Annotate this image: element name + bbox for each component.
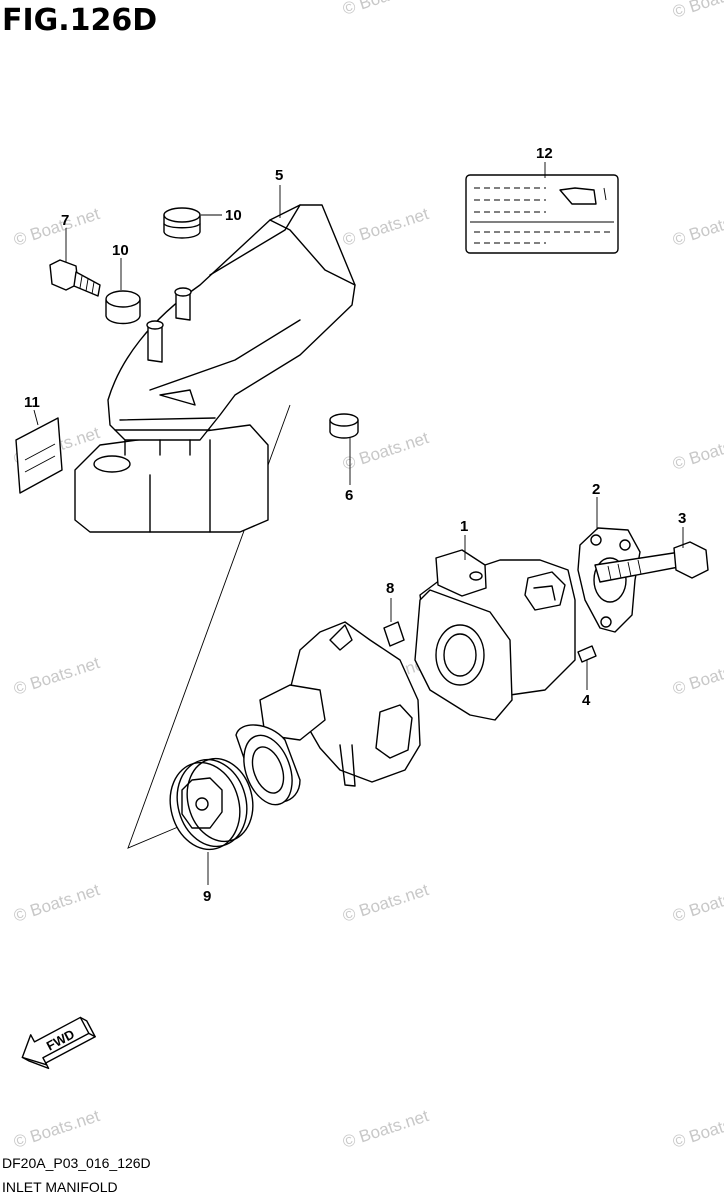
watermark: © Boats.net — [340, 0, 431, 19]
bolt-part-7 — [49, 259, 101, 297]
fwd-arrow-icon: FWD — [21, 1016, 96, 1070]
label-part-11 — [15, 417, 63, 494]
watermark: © Boats.net — [11, 653, 102, 699]
watermark: © Boats.net — [11, 204, 102, 250]
watermark: © Boats.net — [340, 1106, 431, 1152]
watermark: © Boats.net — [11, 880, 102, 926]
bolt-part-3 — [594, 541, 709, 583]
pulley-part-9 — [169, 757, 254, 851]
callout-5: 5 — [275, 167, 283, 184]
callout-1: 1 — [460, 518, 468, 535]
callout-4: 4 — [582, 692, 591, 709]
watermark: © Boats.net — [340, 880, 431, 926]
figure-title: FIG.126D — [2, 3, 157, 38]
throttle-body-part-1 — [414, 549, 576, 721]
callout-6: 6 — [345, 487, 353, 504]
watermark: © Boats.net — [11, 1106, 102, 1152]
callout-3: 3 — [678, 510, 686, 527]
callout-7: 7 — [61, 212, 69, 229]
grommet-part-10-lower — [105, 290, 141, 325]
callout-9: 9 — [203, 888, 211, 905]
caution-label-part-12 — [465, 174, 619, 254]
callout-10-lower: 10 — [112, 242, 129, 259]
grommet-part-10-upper — [163, 207, 201, 239]
clip-part-8 — [383, 621, 405, 647]
silencer-case-part-5 — [74, 204, 356, 533]
watermark: © Boats.net — [670, 653, 724, 699]
callout-10-upper: 10 — [225, 207, 242, 224]
watermark: © Boats.net — [670, 0, 724, 22]
watermark: © Boats.net — [670, 1106, 724, 1152]
watermark: © Boats.net — [670, 880, 724, 926]
pin-part-4 — [577, 645, 597, 663]
callouts: 1 2 3 4 5 6 7 8 9 10 10 11 12 — [24, 145, 686, 905]
manifold-body — [235, 621, 421, 806]
watermark: © Boats.net — [340, 204, 431, 250]
callout-12: 12 — [536, 145, 553, 162]
diagram-code: DF20A_P03_016_126D — [2, 1155, 151, 1171]
grommet-part-6 — [329, 413, 359, 439]
callout-2: 2 — [592, 481, 600, 498]
watermark: © Boats.net — [670, 428, 724, 474]
reference-line — [127, 404, 291, 849]
diagram-name: INLET MANIFOLD — [2, 1179, 118, 1195]
leader-lines — [33, 162, 684, 885]
callout-8: 8 — [386, 580, 394, 597]
watermark: © Boats.net — [670, 204, 724, 250]
callout-11: 11 — [24, 394, 40, 411]
